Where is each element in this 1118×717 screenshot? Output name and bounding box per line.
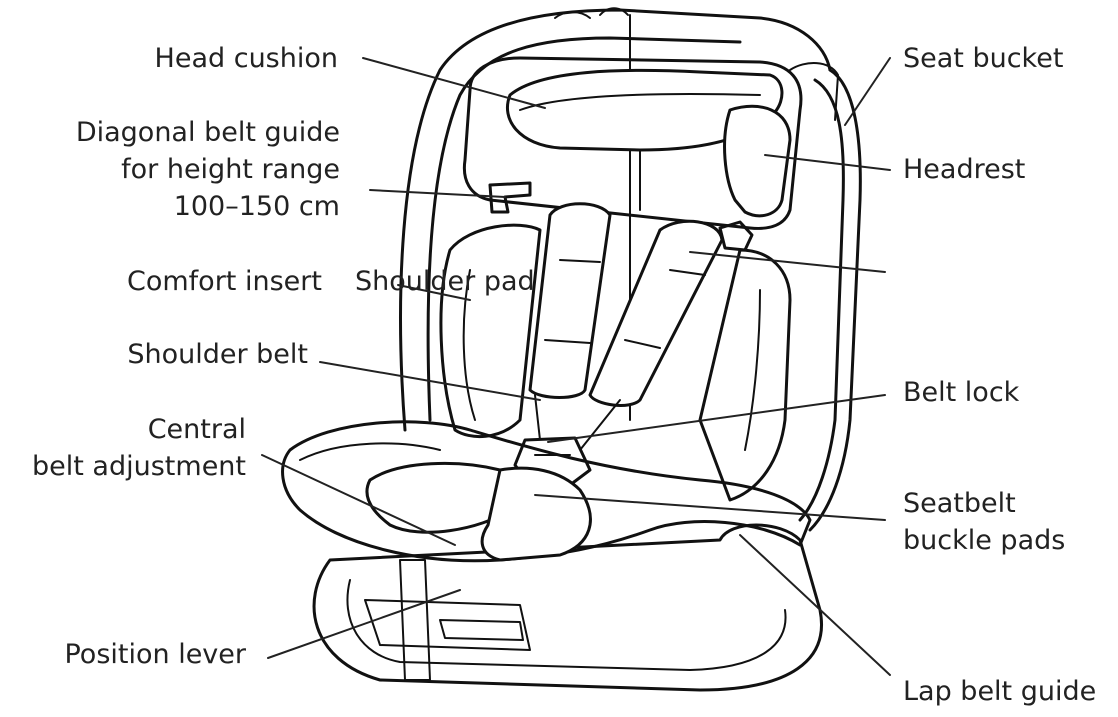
labels: Head cushion Diagonal belt guide for hei… xyxy=(32,43,1096,707)
label-central-adjust-1: Central xyxy=(148,414,246,445)
label-lap-belt-guide: Lap belt guide xyxy=(903,676,1096,707)
label-diagonal-guide-2: for height range xyxy=(121,154,340,185)
car-seat-illustration xyxy=(281,7,862,692)
label-buckle-pads-1: Seatbelt xyxy=(903,488,1016,519)
label-comfort-insert: Comfort insert xyxy=(127,266,322,297)
seat-bucket-wing xyxy=(789,62,862,532)
leader-position-lever xyxy=(267,589,461,659)
label-head-cushion: Head cushion xyxy=(155,43,338,74)
leader-diagonal-guide xyxy=(369,189,506,198)
seat-base xyxy=(312,523,823,692)
label-position-lever: Position lever xyxy=(64,639,246,670)
seat-cushion xyxy=(281,420,812,681)
label-central-adjust-2: belt adjustment xyxy=(32,451,246,482)
label-shoulder-pad: Shoulder pad xyxy=(355,266,535,297)
leader-lap-belt-guide xyxy=(739,534,891,676)
label-belt-lock: Belt lock xyxy=(903,377,1020,408)
label-shoulder-belt: Shoulder belt xyxy=(127,339,308,370)
label-seat-bucket: Seat bucket xyxy=(903,43,1063,74)
headrest xyxy=(462,56,803,230)
shoulder-straps xyxy=(528,202,724,451)
leader-head-cushion xyxy=(362,57,546,109)
leader-central-adjust xyxy=(261,454,456,546)
label-diagonal-guide-1: Diagonal belt guide xyxy=(76,117,340,148)
comfort-insert xyxy=(439,223,792,502)
leader-buckle-pads xyxy=(534,494,886,521)
leader-seat-bucket xyxy=(844,57,891,126)
label-buckle-pads-2: buckle pads xyxy=(903,525,1065,556)
leader-comfort-insert xyxy=(397,284,471,301)
leader-headrest xyxy=(764,154,891,171)
leader-belt-lock xyxy=(547,394,886,443)
leader-shoulder-belt xyxy=(319,361,541,401)
leader-lines xyxy=(261,57,891,676)
leader-shoulder-pad xyxy=(689,251,886,273)
label-diagonal-guide-3: 100–150 cm xyxy=(174,191,340,222)
label-headrest: Headrest xyxy=(903,154,1025,185)
